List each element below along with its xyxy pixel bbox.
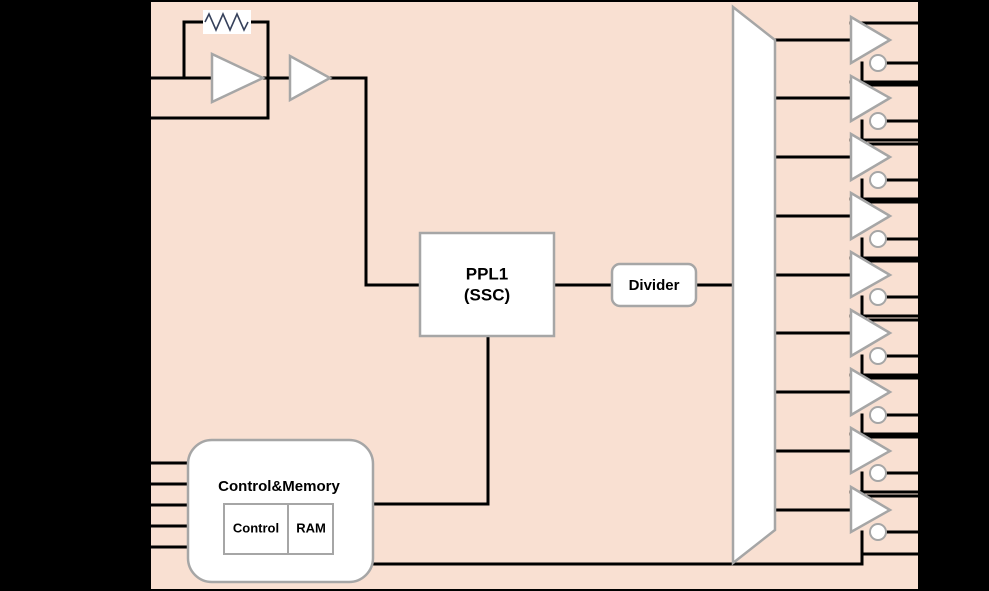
amp2-to-pll1-wire <box>328 76 422 287</box>
ram-sub-block-body[interactable] <box>287 503 334 555</box>
output-buffer-triangle <box>849 484 893 535</box>
oscillator-amplifier-triangle <box>210 52 266 104</box>
output-buffer-triangle <box>849 425 893 476</box>
control-to-pll1-wire <box>371 334 490 506</box>
divider-block[interactable]: Divider <box>610 262 698 308</box>
output-buffer-triangle <box>849 14 893 66</box>
output-buffer-2[interactable] <box>849 73 893 130</box>
pll1-block-label-line2: (SSC) <box>464 285 510 304</box>
control-sub-block-body[interactable] <box>223 503 289 555</box>
output-buffer-7[interactable] <box>849 366 893 424</box>
output-buffer-1[interactable] <box>849 14 893 72</box>
output-mux[interactable] <box>731 4 777 566</box>
output-buffer-triangle <box>849 307 893 359</box>
output-buffer-triangle <box>849 249 893 300</box>
inverting-bubble-icon <box>869 406 887 424</box>
inverting-bubble-icon <box>869 230 887 248</box>
output-buffer-triangle <box>849 131 893 183</box>
oscillator-stage <box>203 10 333 104</box>
control-memory-block[interactable]: Control&Memory Control RAM <box>186 438 375 584</box>
output-buffer-triangle <box>849 366 893 418</box>
inverting-bubble-icon <box>869 523 887 541</box>
output-buffer-8[interactable] <box>849 425 893 482</box>
pll1-block[interactable]: PPL1 (SSC) <box>418 231 556 338</box>
divider-block-body <box>610 262 698 308</box>
feedback-wire-right <box>245 20 270 120</box>
output-buffer-group <box>849 14 893 541</box>
output-buffer-3[interactable] <box>849 131 893 189</box>
buffer-9-out-n-stub <box>860 530 920 556</box>
pll1-block-label-line1: PPL1 <box>466 264 509 283</box>
inverting-bubble-icon <box>869 171 887 189</box>
inverting-bubble-icon <box>869 112 887 130</box>
output-buffer-triangle <box>849 73 893 124</box>
control-sub-block-label: Control <box>233 520 279 535</box>
output-buffer-6[interactable] <box>849 307 893 365</box>
pll1-block-body <box>418 231 556 338</box>
output-buffer-5[interactable] <box>849 249 893 306</box>
output-buffer-triangle <box>849 190 893 242</box>
feedback-wire-left <box>182 20 208 80</box>
inverting-bubble-icon <box>869 54 887 72</box>
control-memory-block-label: Control&Memory <box>218 478 340 495</box>
divider-block-label: Divider <box>629 277 680 294</box>
inverting-bubble-icon <box>869 288 887 306</box>
buffer-amplifier-triangle <box>288 53 333 103</box>
output-buffer-4[interactable] <box>849 190 893 248</box>
feedback-resistor-icon <box>204 12 249 32</box>
inverting-bubble-icon <box>869 347 887 365</box>
ram-sub-block-label: RAM <box>296 520 326 535</box>
inverting-bubble-icon <box>869 464 887 482</box>
output-buffer-9[interactable] <box>849 484 893 541</box>
